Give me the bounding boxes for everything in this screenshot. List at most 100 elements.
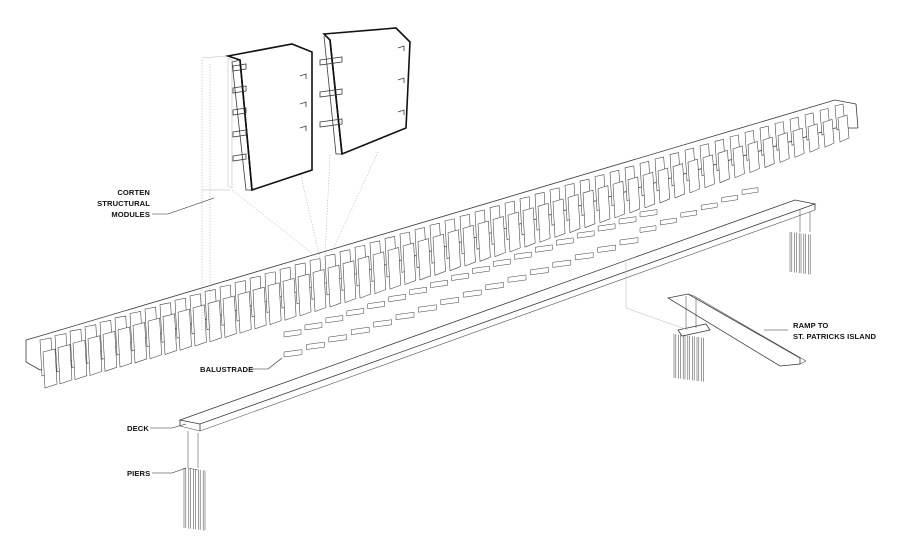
balustrade-panel (440, 297, 460, 306)
corten-module-panel (237, 291, 252, 334)
pier-right (789, 210, 811, 275)
balustrade-panel (325, 315, 344, 324)
balustrade-panel (741, 187, 759, 195)
corten-module-panel (462, 225, 476, 267)
corten-module-panel (522, 207, 536, 248)
corten-module-panel (552, 198, 566, 238)
balustrade-panel (451, 272, 469, 281)
deck-slab (178, 199, 817, 432)
balustrade-panel (283, 329, 302, 338)
balustrade-panel (680, 210, 698, 218)
corten-module-panel (117, 326, 133, 368)
balustrade-panel (555, 237, 574, 246)
balustrade-panel (639, 209, 658, 218)
deck-label: DECK (127, 424, 149, 433)
module-tab (397, 45, 405, 51)
corten-module-panel (102, 330, 118, 372)
svg-text:RAMP TO: RAMP TO (793, 321, 828, 330)
balustrade-label: BALUSTRADE (200, 365, 253, 374)
corten-module-panel (42, 348, 58, 389)
module-bracket (232, 129, 247, 138)
piers-label: PIERS (127, 469, 150, 478)
balustrade-panel (430, 279, 448, 288)
balustrade-panel (574, 252, 594, 261)
balustrade-panel (304, 322, 323, 331)
corten-module-panel (297, 273, 312, 317)
balustrade-panel (388, 294, 406, 302)
module-bracket (232, 85, 247, 94)
balustrade-panel (346, 308, 365, 317)
label-balustrade: BALUSTRADE (200, 357, 283, 374)
corten-module-panel (162, 313, 177, 355)
corten-module-panel (777, 132, 790, 163)
corten-module-panel (717, 149, 730, 184)
corten-module-panel (477, 220, 491, 262)
corten-module-panel (822, 119, 835, 148)
corten-module-panel (312, 269, 327, 312)
balustrade-panel (660, 217, 677, 226)
corten-module-panel (702, 154, 715, 189)
balustrade-panel (373, 319, 392, 328)
corten-module-panel (417, 238, 431, 281)
corten-label-line-2: STRUCTURAL (97, 199, 150, 208)
module-tab (299, 101, 307, 107)
corten-module-panel (792, 127, 805, 158)
balustrade-panel (418, 304, 437, 313)
corten-module-panel (762, 136, 775, 168)
svg-text:ST. PATRICKS ISLAND: ST. PATRICKS ISLAND (793, 332, 876, 341)
balustrade-panel (507, 274, 527, 283)
balustrade-panel (597, 223, 616, 232)
corten-module-panel (72, 339, 88, 381)
corten-module-panel (432, 233, 446, 276)
corten-module-panel (687, 158, 700, 194)
module-bracket (319, 118, 343, 128)
corten-module-panel (627, 176, 641, 214)
balustrade-panel (721, 194, 738, 203)
corten-module-panel (252, 286, 267, 330)
module-bracket (232, 63, 247, 72)
corten-module-panel (192, 304, 207, 347)
corten-module-panel (147, 317, 162, 360)
balustrade-panel (535, 244, 553, 253)
balustrade-rows (283, 187, 759, 358)
module-tab (397, 77, 405, 83)
canopy-structure (25, 99, 859, 389)
corten-module-panel (387, 247, 401, 290)
balustrade-panel (514, 251, 532, 260)
corten-module-panel (402, 242, 416, 285)
corten-module-panel (57, 344, 73, 385)
corten-module-panel (447, 229, 461, 272)
corten-module-detail-right (319, 27, 411, 156)
corten-module-panel (672, 163, 685, 199)
corten-module-panel (582, 189, 596, 229)
pier-ramp (673, 296, 711, 382)
corten-module-panel (342, 260, 357, 303)
balustrade-panel (576, 230, 595, 239)
balustrade-panel (328, 334, 348, 343)
label-corten-structural-modules: CORTEN STRUCTURAL MODULES (97, 188, 215, 219)
balustrade-panel (395, 311, 415, 320)
corten-label-line-1: CORTEN (117, 188, 150, 197)
corten-module-panel (807, 123, 820, 153)
balustrade-panel (597, 244, 616, 253)
module-tab (299, 73, 307, 79)
corten-module-panel (732, 145, 745, 179)
corten-module-panel (567, 194, 581, 233)
balustrade-panel (485, 282, 504, 291)
corten-module-panel (87, 335, 103, 376)
pier-left (183, 431, 206, 531)
module-bracket (232, 153, 247, 162)
corten-module-panel (222, 295, 237, 338)
module-bracket (319, 56, 343, 66)
balustrade-panel (367, 301, 386, 310)
balustrade-panel (472, 265, 490, 274)
corten-module-detail-left (224, 43, 313, 192)
balustrade-panel (409, 286, 427, 295)
corten-label-line-3: MODULES (111, 210, 150, 219)
balustrade-panel (619, 237, 639, 246)
corten-module-panel (642, 172, 656, 209)
label-piers: PIERS (127, 467, 187, 478)
balustrade-panel (618, 216, 637, 225)
corten-module-panel (612, 180, 626, 219)
module-bracket (232, 107, 247, 116)
